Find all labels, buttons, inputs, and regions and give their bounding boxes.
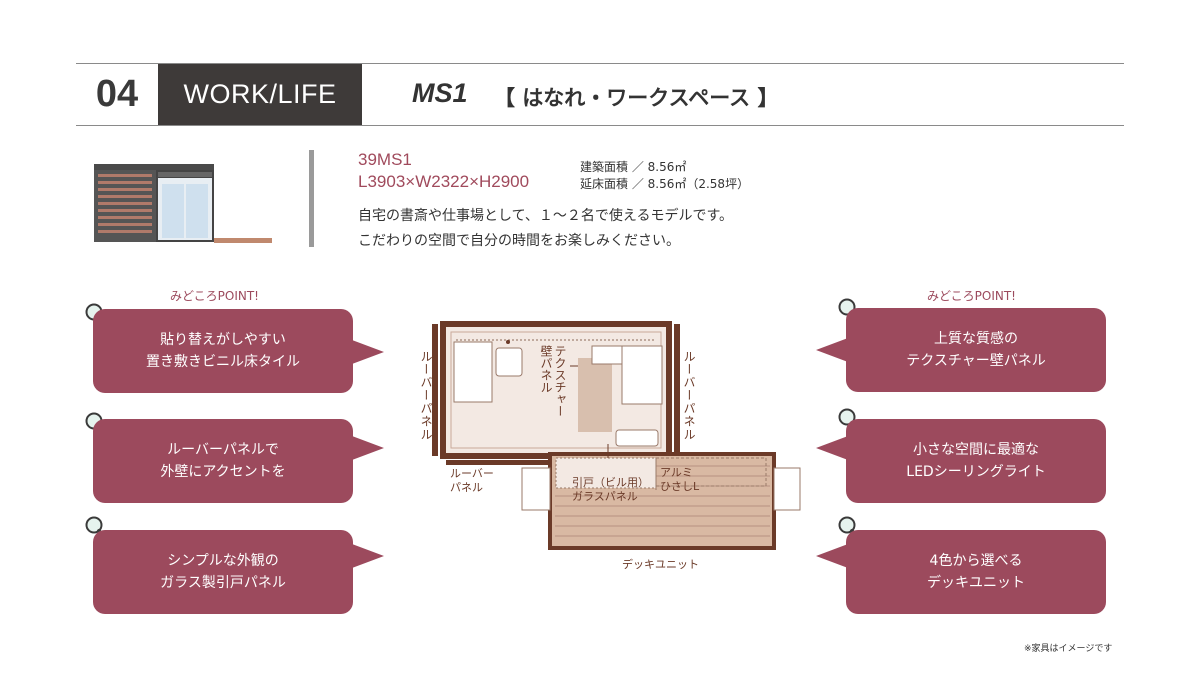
description-line-2: こだわりの空間で自分の時間をお楽しみください。 — [358, 233, 680, 249]
model-subtitle: 【 はなれ・ワークスペース 】 — [494, 86, 779, 110]
points-label-left: みどころPOINT! — [170, 289, 259, 303]
label-louver-bottom-2: パネル — [450, 481, 483, 494]
description-line-1: 自宅の書斎や仕事場として、１～２名で使えるモデルです。 — [358, 208, 734, 224]
point-callout-louver: ルーバーパネルで 外壁にアクセントを — [93, 419, 353, 503]
callout-tail — [352, 436, 384, 460]
callout-line-1: シンプルな外観の — [167, 553, 279, 569]
callout-tail — [816, 338, 848, 362]
point-callout-texture-wall: 上質な質感の テクスチャー壁パネル — [846, 308, 1106, 392]
label-texture-1: テクスチャー — [553, 345, 567, 417]
floor-area: 延床面積 ／ 8.56㎡（2.58坪） — [580, 177, 750, 191]
label-deck: デッキユニット — [622, 558, 699, 571]
callout-line-2: テクスチャー壁パネル — [906, 353, 1046, 369]
header-top-rule — [76, 63, 1124, 64]
point-callout-led-light: 小さな空間に最適な LEDシーリングライト — [846, 419, 1106, 503]
callout-line-2: 置き敷きビニル床タイル — [146, 354, 300, 370]
header-bottom-rule — [76, 125, 1124, 126]
callout-line-2: ガラス製引戸パネル — [160, 575, 286, 591]
callout-tail — [352, 544, 384, 568]
furniture-note: ※家具はイメージです — [1024, 644, 1113, 654]
callout-line-1: 小さな空間に最適な — [913, 442, 1039, 458]
point-callout-floor-tile: 貼り替えがしやすい 置き敷きビニル床タイル — [93, 309, 353, 393]
label-louver-left: ルーバーパネル — [419, 350, 433, 441]
point-callout-deck-unit: 4色から選べる デッキユニット — [846, 530, 1106, 614]
callout-line-1: 貼り替えがしやすい — [160, 332, 286, 348]
model-dimensions: L3903×W2322×H2900 — [358, 172, 530, 191]
label-sliding-2: ガラスパネル — [572, 490, 638, 503]
callout-tail — [816, 436, 848, 460]
callout-line-1: 上質な質感の — [934, 331, 1018, 347]
model-code: 39MS1 — [358, 150, 412, 169]
point-callout-glass-door: シンプルな外観の ガラス製引戸パネル — [93, 530, 353, 614]
label-louver-bottom-1: ルーバー — [450, 467, 494, 480]
callout-tail — [816, 544, 848, 568]
label-louver-right: ルーバーパネル — [682, 350, 696, 441]
label-texture-2: 壁パネル — [539, 345, 553, 393]
callout-line-1: 4色から選べる — [929, 553, 1023, 569]
building-elevation-illustration — [94, 164, 272, 243]
section-number: 04 — [95, 73, 139, 115]
label-eave-2: ひさしL — [660, 480, 700, 493]
callout-line-1: ルーバーパネルで — [167, 442, 279, 458]
callout-tail — [352, 340, 384, 364]
building-area: 建築面積 ／ 8.56㎡ — [580, 160, 687, 174]
label-eave-1: アルミ — [660, 466, 693, 479]
floor-plan — [432, 321, 801, 550]
callout-line-2: デッキユニット — [927, 575, 1025, 591]
points-label-right: みどころPOINT! — [927, 289, 1016, 303]
divider-bar — [309, 150, 314, 247]
callout-line-2: LEDシーリングライト — [906, 464, 1046, 480]
category-label: WORK/LIFE — [158, 64, 362, 125]
callout-line-2: 外壁にアクセントを — [160, 464, 286, 480]
label-sliding-1: 引戸（ビル用） — [572, 476, 649, 489]
model-name: MS1 — [412, 78, 468, 108]
